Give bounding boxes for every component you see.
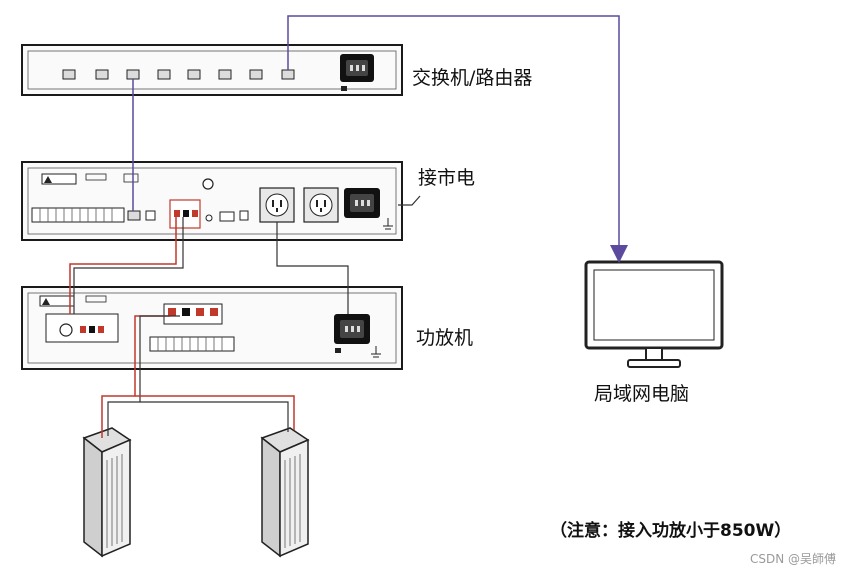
- host-controller-device: [21, 161, 403, 241]
- ground-symbol-icon: [371, 346, 381, 358]
- amp-output-terminal: [163, 303, 223, 325]
- audio-cable: [69, 217, 295, 438]
- network-cable: [132, 15, 628, 263]
- terminal-block-left: [31, 207, 125, 223]
- ethernet-port: [62, 69, 295, 80]
- label-lan-pc: 局域网电脑: [594, 383, 689, 405]
- warning-sticker-icon: [39, 295, 75, 307]
- switch-router-device: [21, 44, 403, 96]
- power-socket-icon: [344, 188, 380, 218]
- host-ethernet-port: [127, 210, 141, 221]
- ground-knob-icon: [202, 178, 214, 190]
- power-cable: [276, 195, 421, 314]
- amplifier-device: [21, 286, 403, 370]
- power-limit-note: （注意：接入功放小于850W）: [550, 520, 791, 541]
- label-amplifier: 功放机: [416, 327, 473, 349]
- terminal-block-amp: [149, 336, 235, 352]
- label-switch-router: 交换机/路由器: [412, 67, 532, 89]
- power-socket-icon: [340, 54, 374, 91]
- ground-symbol-icon: [383, 218, 393, 230]
- warning-sticker-icon: [41, 173, 77, 185]
- column-speaker-left: [82, 427, 132, 558]
- switch-chassis: [21, 44, 403, 96]
- monitor-icon: [584, 260, 724, 368]
- column-speaker-right: [260, 427, 310, 558]
- power-socket-icon: [334, 314, 370, 353]
- ac-outlet-icon: [259, 187, 295, 223]
- label-mains-power: 接市电: [418, 167, 475, 189]
- host-chassis: [21, 161, 403, 241]
- watermark: CSDN @吴師傅: [750, 552, 836, 566]
- ac-outlet-icon: [303, 187, 339, 223]
